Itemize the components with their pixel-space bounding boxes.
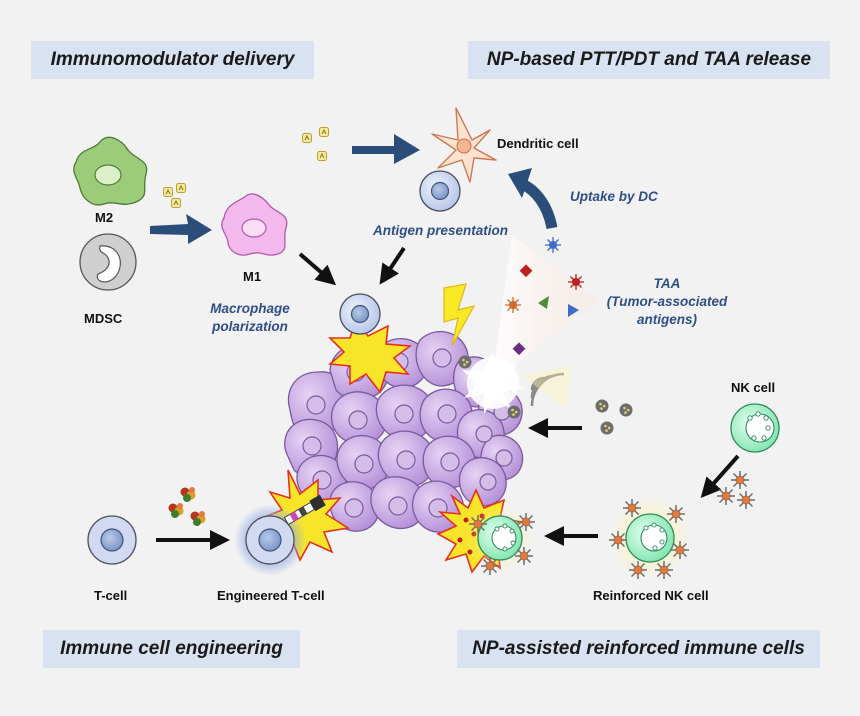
spiked-nanoparticle <box>670 540 690 560</box>
spiked-nanoparticle <box>716 486 736 506</box>
immunomodulator-particle <box>302 133 312 143</box>
annotation-uptake-by-dc: Uptake by DC <box>570 189 658 204</box>
annotation-line: antigens) <box>636 312 697 327</box>
lightning-bolt <box>443 283 476 347</box>
apc-cell <box>339 293 381 335</box>
spiked-nanoparticle <box>514 546 534 566</box>
nanoparticle <box>600 421 614 435</box>
spiked-nanoparticle <box>622 498 642 518</box>
immunomodulator-particle <box>171 198 181 208</box>
mdsc-cell <box>79 233 137 291</box>
section-label: Immune cell engineering <box>60 638 283 659</box>
section-label: NP-based PTT/PDT and TAA release <box>486 49 812 70</box>
immunomodulator-particle <box>317 151 327 161</box>
nanoparticle <box>458 355 472 369</box>
engineered-t-cell <box>245 515 295 565</box>
spiked-nanoparticle <box>736 490 756 510</box>
reinforced-nk-cell <box>625 513 675 563</box>
immunomodulator-particle <box>163 187 173 197</box>
nanoparticle <box>619 403 633 417</box>
spiked-nanoparticle <box>628 560 648 580</box>
annotation-line: Macrophage <box>210 301 290 316</box>
light-beam <box>492 235 600 382</box>
attacking-nk-cell <box>477 515 523 561</box>
spiked-nanoparticle <box>666 504 686 524</box>
section-label: Immunomodulator delivery <box>50 49 295 70</box>
spiked-nanoparticle <box>468 514 488 534</box>
gene-cargo-cluster <box>180 487 196 502</box>
label-m1: M1 <box>243 269 262 284</box>
nanoparticle <box>595 399 609 413</box>
nk-cell <box>730 403 780 453</box>
annotation-taa: TAA (Tumor-associated antigens) <box>602 275 732 329</box>
gene-cargo-cluster <box>168 503 184 518</box>
uptake-arrow <box>519 178 558 230</box>
label-engineered-t-cell: Engineered T-cell <box>217 588 325 603</box>
immunomodulator-particle <box>176 183 186 193</box>
gene-cargo-cluster <box>190 511 206 526</box>
arrow-to-dc <box>352 134 420 164</box>
spiked-nanoparticle <box>516 512 536 532</box>
section-immune-cell-engineering: Immune cell engineering <box>43 630 300 668</box>
section-label: NP-assisted reinforced immune cells <box>472 638 805 659</box>
immunomodulator-particle <box>319 127 329 137</box>
spiked-nanoparticle <box>654 560 674 580</box>
ultrasound-waves <box>530 372 565 407</box>
annotation-antigen-presentation: Antigen presentation <box>373 223 509 238</box>
annotation-line: polarization <box>212 319 288 334</box>
label-t-cell: T-cell <box>94 588 128 603</box>
blast-top <box>328 318 413 394</box>
taa-antigens <box>505 237 584 356</box>
label-nk-cell: NK cell <box>731 380 776 395</box>
spiked-nanoparticle <box>480 556 500 576</box>
annotation-line: TAA <box>653 276 681 291</box>
naive-t-cell-dc <box>419 170 461 212</box>
spiked-nanoparticle <box>608 530 628 550</box>
t-cell <box>87 515 137 565</box>
label-dendritic-cell: Dendritic cell <box>497 136 579 151</box>
section-np-reinforced: NP-assisted reinforced immune cells <box>457 630 820 668</box>
annotation-line: (Tumor-associated <box>606 294 728 309</box>
nanoparticle <box>507 405 521 419</box>
car-receptor <box>283 494 326 526</box>
label-mdsc: MDSC <box>84 311 123 326</box>
label-reinforced-nk-cell: Reinforced NK cell <box>593 588 709 603</box>
section-immunomodulator-delivery: Immunomodulator delivery <box>31 41 314 79</box>
annotation-macrophage-polarization: Macrophage polarization <box>205 300 295 336</box>
section-ptt-pdt-taa: NP-based PTT/PDT and TAA release <box>468 41 830 79</box>
label-m2: M2 <box>95 210 114 225</box>
arrow-to-m1 <box>150 214 212 244</box>
spiked-nanoparticle <box>730 470 750 490</box>
